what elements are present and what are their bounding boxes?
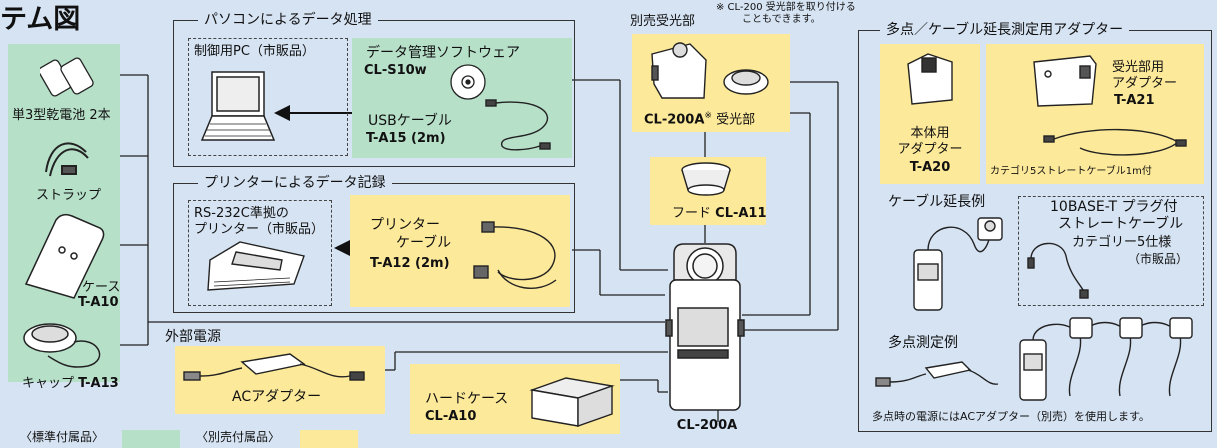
legend-standard-label: 〈標準付属品〉 [20,430,105,444]
body-adapter-icon [907,53,953,105]
printer-label-2: プリンター（市販品） [194,222,325,237]
hard-case-icon [529,377,615,427]
receptor-top-label: 別売受光部 [630,14,696,29]
pc-label: 制御用PC（市販品） [194,44,315,59]
receptor-adapter-cable-note: カテゴリ5ストレートケーブル1m付 [990,166,1152,177]
printer-label-1: RS-232C準拠の [194,206,289,221]
extension-example-label: ケーブル延長例 [888,194,986,210]
lan-cable-icon [1027,242,1089,299]
body-adapter-code: T-A20 [909,160,951,175]
main-unit-icon [665,243,745,411]
multi-point-example-icon [875,317,1193,401]
multi-example-label: 多点測定例 [888,335,958,351]
extension-example-icon [913,217,1003,311]
case-code: T-A10 [78,295,119,310]
software-label: データ管理ソフトウェア [366,45,520,61]
cd-icon [450,64,486,100]
receptor-head-icon [651,42,769,99]
multi-point-note: 多点時の電源にはACアダプター（別売）を使用します。 [872,410,1150,423]
printer-cable-label-1: プリンター [370,217,440,233]
lan-cable-dashed-box [1018,196,1204,306]
ac-adapter-label: ACアダプター [232,389,322,405]
legend-optional-swatch [300,430,358,448]
software-code: CL-S10w [364,63,427,78]
usb-code: T-A15 (2m) [366,131,446,146]
hood-icon [681,162,731,196]
cap-icon [23,323,101,368]
printer-dashed-box [188,200,332,306]
body-adapter-label-1: 本体用 [910,126,950,141]
hard-case-label: ハードケース [425,391,509,407]
receptor-note-1: ※ CL-200 受光部を取り付ける [716,2,856,13]
strap-icon [45,142,89,177]
body-adapter-label-2: アダプター [897,142,963,157]
laptop-icon [200,71,276,141]
legend-optional-label: 〈別売付属品〉 [196,430,281,444]
receptor-adapter-code: T-A21 [1114,93,1155,108]
lan-label-2: ストレートケーブル [1058,216,1184,232]
lan-cable-icon-small [1043,128,1187,156]
printer-cable-label-2: ケーブル [396,235,452,251]
usb-label: USBケーブル [368,113,452,129]
case-icon [24,213,105,299]
page-title: テム図 [0,4,81,35]
pc-dashed-box [188,38,348,156]
receptor-adapter-icon [1033,55,1097,107]
printer-cable-code: T-A12 (2m) [370,256,450,271]
legend-standard-swatch [122,430,180,448]
pc-section-title: パソコンによるデータ処理 [198,12,378,28]
receptor-adapter-label-1: 受光部用 [1112,60,1165,75]
hood-label: フード CL-A11 [672,206,767,221]
main-unit-code: CL-200A [676,418,738,433]
hard-case-code: CL-A10 [425,409,477,424]
receptor-note-2: こともできます。 [742,14,821,25]
adapter-section-title: 多点／ケーブル延長測定用アダプター [880,22,1130,38]
ac-adapter-icon [183,353,365,381]
power-title: 外部電源 [165,329,221,345]
lan-label-4: （市販品） [1128,252,1189,266]
usb-cable-icon [485,99,551,151]
receptor-adapter-label-2: アダプター [1112,76,1178,91]
printer-cable-icon [473,221,557,289]
batteries-icon [40,57,94,97]
lan-label-3: カテゴリー5仕様 [1072,235,1172,250]
strap-label: ストラップ [36,188,102,203]
cap-label: キャップ T-A13 [22,376,119,391]
receptor-label: CL-200A※ 受光部 [644,111,756,128]
batteries-label: 単3型乾電池 2本 [12,108,111,123]
case-label: ケース [82,280,121,295]
lan-label-1: 10BASE-T プラグ付 [1050,199,1178,215]
printer-section-title: プリンターによるデータ記録 [198,175,392,191]
printer-icon [207,241,305,291]
